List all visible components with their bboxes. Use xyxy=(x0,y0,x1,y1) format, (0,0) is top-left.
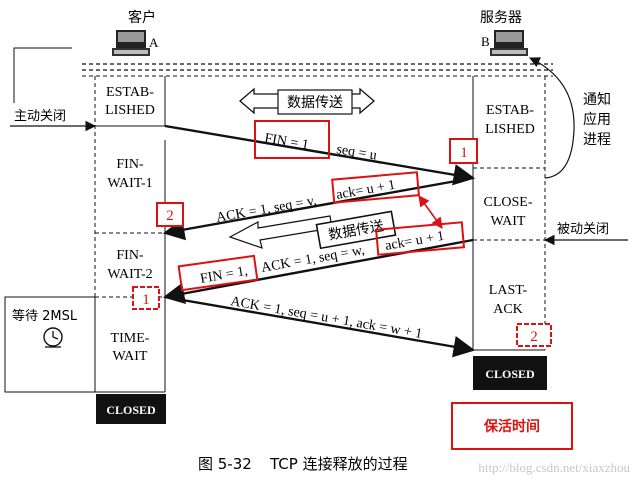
computer-icon xyxy=(490,30,528,56)
caption-title: TCP 连接释放的过程 xyxy=(269,455,408,473)
watermark: http://blog.csdn.net/xiaxzhou xyxy=(478,460,630,475)
svg-text:ACK: ACK xyxy=(493,302,523,317)
notify-app-line-3: 进程 xyxy=(583,132,611,148)
svg-text:LISHED: LISHED xyxy=(485,122,535,137)
svg-text:2: 2 xyxy=(530,329,538,345)
client-state-fin-wait-2: FIN- WAIT-2 xyxy=(107,248,152,282)
marker-client-2: 2 xyxy=(156,202,184,227)
clock-icon xyxy=(43,327,63,348)
server-state-last-ack: LAST- ACK xyxy=(489,283,528,317)
notify-app-line-1: 通知 xyxy=(583,91,611,108)
svg-text:FIN-: FIN- xyxy=(116,157,144,172)
computer-icon xyxy=(112,30,150,56)
server-state-closed: CLOSED xyxy=(473,356,547,390)
client-node: 客户 A xyxy=(112,9,159,56)
server-title: 服务器 xyxy=(480,10,522,26)
server-state-established: ESTAB- LISHED xyxy=(485,103,535,137)
client-state-established: ESTAB- LISHED xyxy=(105,85,155,118)
figure-caption: 图 5-32 TCP 连接释放的过程 xyxy=(198,455,408,473)
active-close-label: 主动关闭 xyxy=(14,109,66,124)
client-state-closed: CLOSED xyxy=(96,394,166,424)
svg-text:WAIT-2: WAIT-2 xyxy=(107,267,152,282)
keepalive-box: 保活时间 xyxy=(451,402,573,450)
svg-text:WAIT-1: WAIT-1 xyxy=(107,176,152,191)
client-state-time-wait: TIME- WAIT xyxy=(111,331,150,364)
data-transfer-middle: 数据传送 xyxy=(228,210,397,250)
marker-client-1: 1 xyxy=(132,286,160,310)
caption-figure: 图 5-32 xyxy=(198,455,252,473)
ack2-label: ACK = 1, seq = u + 1, ack = w + 1 xyxy=(229,294,423,342)
segment-fin-1: FIN = 1 seq = u xyxy=(164,124,476,186)
notify-app-group: 通知 应用 进程 xyxy=(529,57,611,179)
svg-text:数据传送: 数据传送 xyxy=(287,95,343,111)
svg-text:CLOSED: CLOSED xyxy=(106,403,156,417)
server-state-close-wait: CLOSE- WAIT xyxy=(484,195,533,229)
svg-text:CLOSED: CLOSED xyxy=(485,367,535,381)
server-letter: B xyxy=(481,34,490,49)
client-state-fin-wait-1: FIN- WAIT-1 xyxy=(107,157,152,191)
svg-text:WAIT: WAIT xyxy=(491,214,526,229)
notify-app-line-2: 应用 xyxy=(583,111,611,128)
svg-text:1: 1 xyxy=(460,145,468,161)
marker-server-1: 1 xyxy=(449,138,478,164)
svg-text:TIME-: TIME- xyxy=(111,331,150,346)
svg-text:LISHED: LISHED xyxy=(105,103,155,118)
wait-2msl-box: 等待 2MSL xyxy=(4,296,96,393)
svg-text:WAIT: WAIT xyxy=(113,349,148,364)
svg-text:FIN-: FIN- xyxy=(116,248,144,263)
server-timeline xyxy=(472,76,546,351)
fin1-seq-label: seq = u xyxy=(335,142,377,163)
active-close-group: 主动关闭 xyxy=(10,47,97,132)
fin2-main-label: ACK = 1, seq = w, xyxy=(260,243,366,276)
client-title: 客户 xyxy=(128,9,156,26)
passive-close-group: 被动关闭 xyxy=(543,222,628,246)
client-letter: A xyxy=(149,35,159,50)
svg-text:LAST-: LAST- xyxy=(489,283,528,298)
segment-ack-2: ACK = 1, seq = u + 1, ack = w + 1 xyxy=(164,294,476,358)
passive-close-label: 被动关闭 xyxy=(557,222,609,237)
svg-text:1: 1 xyxy=(142,292,150,308)
red-annotations: 1 2 1 2 保活时间 xyxy=(132,120,573,450)
svg-text:2: 2 xyxy=(166,208,174,224)
marker-server-2: 2 xyxy=(516,323,552,347)
top-dashed-band xyxy=(82,63,553,77)
svg-text:ESTAB-: ESTAB- xyxy=(486,103,534,118)
wait-2msl-label: 等待 2MSL xyxy=(12,308,78,324)
data-transfer-top: 数据传送 xyxy=(239,87,375,115)
svg-text:保活时间: 保活时间 xyxy=(483,418,540,435)
svg-text:CLOSE-: CLOSE- xyxy=(484,195,533,210)
svg-text:ESTAB-: ESTAB- xyxy=(106,85,154,100)
fin1-fin-label: FIN = 1 xyxy=(263,131,309,153)
server-node: 服务器 B xyxy=(480,10,528,56)
